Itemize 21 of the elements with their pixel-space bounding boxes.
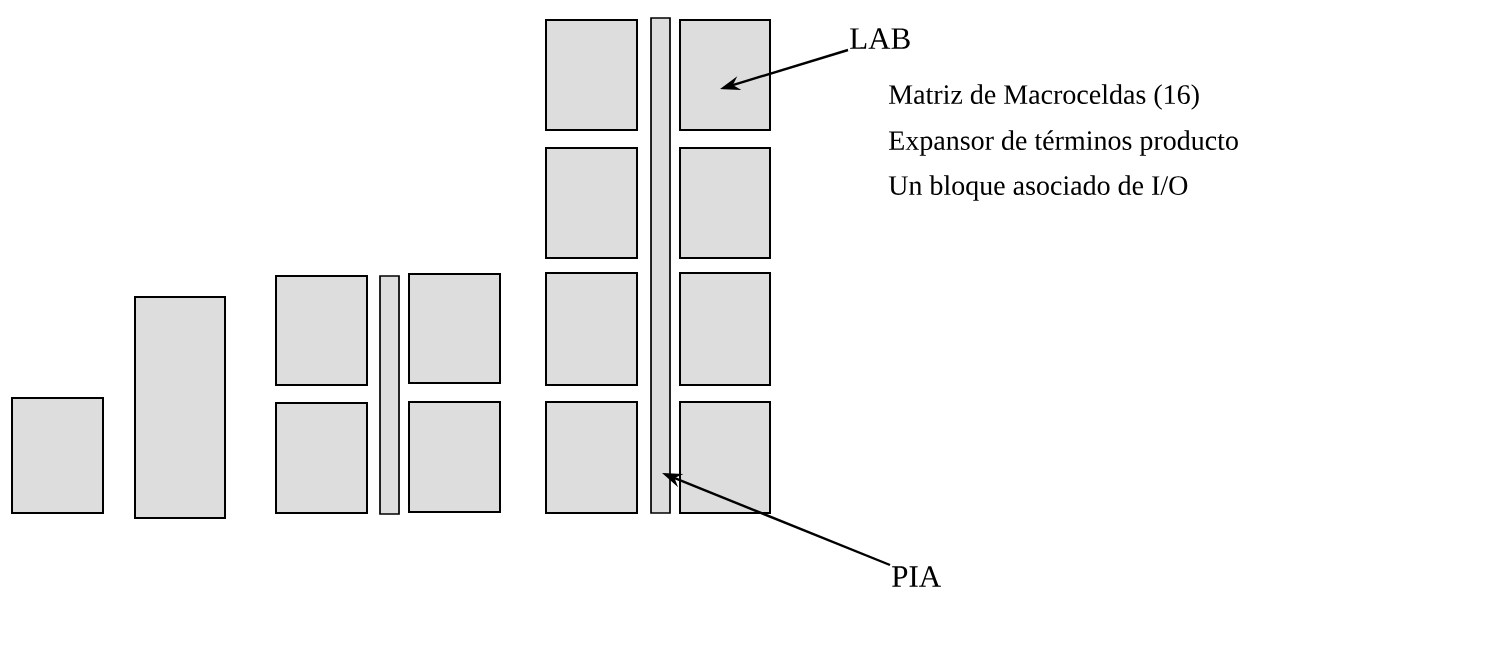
- note-text: Un bloque asociado de I/O: [888, 175, 1188, 201]
- block-box: [545, 401, 638, 514]
- block-box: [679, 147, 771, 259]
- block-box: [679, 19, 771, 131]
- block-box: [545, 147, 638, 259]
- block-box: [679, 401, 771, 514]
- block-box: [275, 275, 368, 386]
- block-box: [134, 296, 226, 519]
- block-box: [679, 272, 771, 386]
- bus-bar: [379, 275, 400, 515]
- block-box: [545, 19, 638, 131]
- note-text: Expansor de términos producto: [889, 130, 1238, 156]
- leader-text: LAB: [850, 28, 910, 49]
- block-box: [11, 397, 104, 514]
- block-box: [408, 273, 501, 384]
- leader-text: PIA: [892, 566, 941, 587]
- block-box: [408, 401, 501, 513]
- block-box: [545, 272, 638, 386]
- block-box: [275, 402, 368, 514]
- bus-bar: [650, 17, 671, 514]
- note-text: Matriz de Macroceldas (16): [889, 84, 1199, 110]
